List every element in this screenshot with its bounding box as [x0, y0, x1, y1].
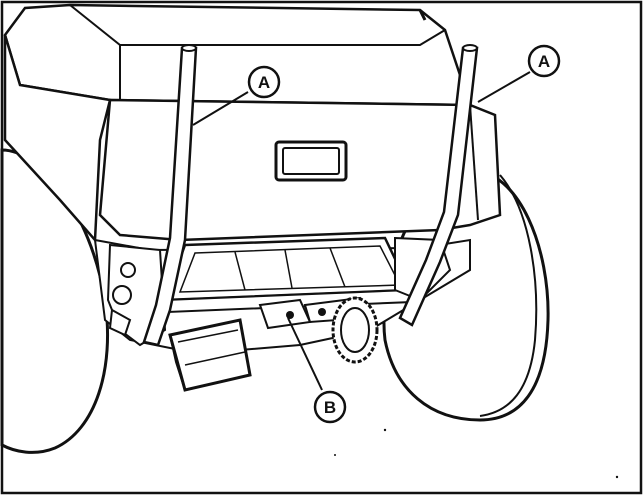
callout-leader-a-right: [477, 71, 531, 103]
callout-b: B: [313, 390, 347, 424]
callout-b-label: B: [324, 398, 336, 417]
drive-sprocket: [331, 296, 379, 364]
callout-a-right: A: [527, 44, 561, 78]
scan-speck: [334, 454, 336, 456]
hitch-block: [168, 318, 252, 392]
callout-a-left-label: A: [258, 73, 270, 92]
left-upright-bar: [142, 44, 198, 347]
scan-speck: [615, 475, 619, 479]
right-upright-bar: [398, 44, 479, 327]
callout-a-left: A: [247, 65, 281, 99]
callout-a-right-label: A: [538, 52, 550, 71]
vehicle-body: [3, 3, 502, 244]
callout-leader-b: [287, 317, 323, 391]
callout-leader-a-left: [192, 91, 249, 126]
scan-speck: [383, 428, 387, 432]
